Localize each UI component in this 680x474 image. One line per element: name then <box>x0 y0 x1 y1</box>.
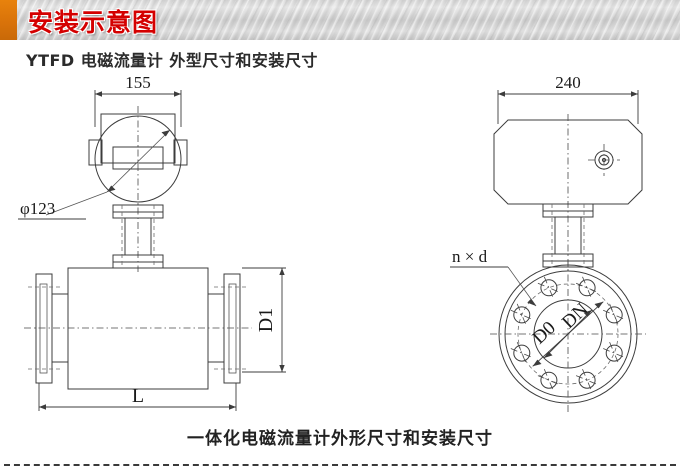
bolt-hole <box>575 276 599 299</box>
bolt-hole <box>603 303 626 327</box>
bolt-hole <box>537 369 561 392</box>
dimension-phi123-label: φ123 <box>20 199 55 218</box>
page-header-banner: 安装示意图 <box>0 0 680 40</box>
flange-face-view: D0 DN <box>490 260 646 412</box>
dimension-L-label: L <box>132 385 144 407</box>
bolt-holes <box>510 276 626 392</box>
dimension-DN-label: DN <box>558 299 593 333</box>
bolt-hole <box>537 276 561 299</box>
banner-accent-bar <box>0 0 17 40</box>
dimension-240: 240 <box>497 73 639 124</box>
dimension-240-label: 240 <box>555 73 581 92</box>
page-subtitle: YTFD 电磁流量计 外型尺寸和安装尺寸 <box>26 51 318 70</box>
bolt-hole <box>510 341 533 365</box>
drawing-svg: 155 <box>18 73 646 412</box>
meter-body-left <box>24 267 252 390</box>
bolt-note-label: n × d <box>452 247 488 266</box>
dimension-L: L <box>38 383 237 411</box>
technical-drawing-area: 155 <box>0 72 680 422</box>
leader-phi123: φ123 <box>18 129 171 220</box>
converter-head <box>88 106 188 272</box>
left-front-view: 155 <box>18 73 286 411</box>
dimension-D1-label: D1 <box>255 308 277 332</box>
bolt-hole <box>603 341 626 365</box>
bolt-hole <box>575 369 599 392</box>
footer-divider <box>4 464 676 466</box>
converter-neck-left <box>112 204 164 269</box>
dimension-155-label: 155 <box>125 73 151 92</box>
cable-gland-detail <box>588 144 620 176</box>
figure-caption: 一体化电磁流量计外形尺寸和安装尺寸 <box>187 429 493 449</box>
dimension-D1: D1 <box>242 267 286 373</box>
right-side-view: 240 <box>450 73 646 412</box>
leader-n-x-d: n × d <box>450 247 537 307</box>
dimension-D0-label: D0 <box>529 317 560 348</box>
dimension-155: 155 <box>94 73 182 127</box>
banner-title: 安装示意图 <box>28 8 159 37</box>
converter-housing-side <box>493 114 643 272</box>
bolt-hole <box>510 303 533 327</box>
